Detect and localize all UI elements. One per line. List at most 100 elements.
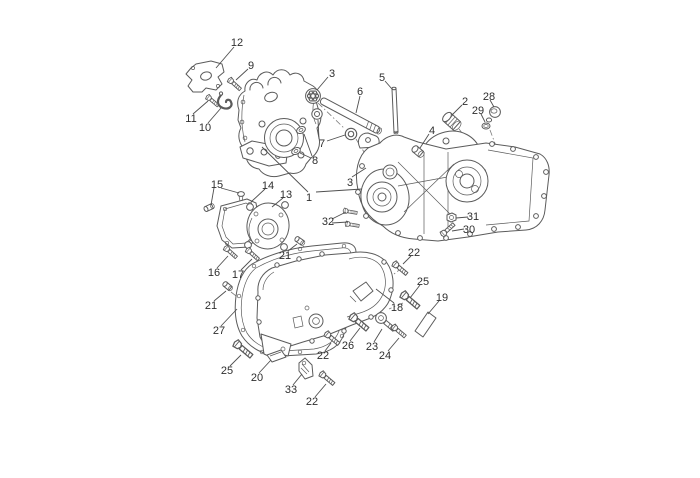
part-callout-33: 33 [285, 384, 297, 396]
leader-line [192, 100, 209, 115]
oil-plug [485, 106, 501, 123]
leader-line [331, 211, 347, 220]
leader-line [261, 146, 309, 193]
part-callout-25: 25 [417, 276, 429, 288]
bearing [305, 88, 321, 104]
nut [446, 212, 457, 223]
part-callout-30: 30 [463, 224, 475, 236]
leader-line [451, 104, 463, 116]
part-callout-11: 11 [185, 113, 196, 125]
part-callout-3: 3 [329, 68, 335, 80]
screw [226, 76, 243, 93]
part-callout-16: 16 [208, 267, 220, 279]
part-callout-1: 1 [306, 192, 312, 204]
leader-line [210, 187, 215, 206]
part-callout-21: 21 [205, 300, 217, 312]
cover-bolt [317, 369, 337, 388]
hook-clip [216, 91, 233, 110]
part-callout-26: 26 [342, 340, 354, 352]
leader-line [331, 221, 349, 224]
part-callout-22: 22 [306, 396, 318, 408]
plug [202, 202, 216, 213]
stud-bolts [291, 125, 306, 156]
leader-line [455, 216, 469, 219]
leader-line [375, 288, 395, 304]
leader-line [235, 68, 249, 81]
eyelet-bolt [375, 312, 396, 332]
crankcase-left-half [237, 69, 322, 178]
leader-line [240, 258, 253, 271]
top-gasket [185, 60, 225, 93]
leader-line [250, 188, 266, 203]
label-plate [414, 311, 437, 338]
washer [311, 108, 323, 120]
part-callout-18: 18 [391, 302, 403, 314]
part-callout-9: 9 [248, 60, 254, 72]
washer [344, 127, 358, 141]
push-rod [391, 86, 399, 135]
part-callout-14: 14 [262, 180, 274, 192]
leader-line [316, 76, 329, 91]
part-callout-13: 13 [280, 189, 292, 201]
part-callout-22: 22 [317, 350, 329, 362]
part-callout-20: 20 [251, 372, 263, 384]
pump-cover [244, 201, 290, 251]
leader-line [384, 80, 393, 90]
leader-line [373, 328, 383, 343]
leader-line [213, 290, 227, 302]
leader-line [387, 337, 400, 352]
part-callout-10: 10 [199, 122, 211, 134]
leader-line [287, 243, 298, 252]
leader-line [489, 99, 495, 108]
leader-line [207, 107, 222, 124]
part-callout-5: 5 [379, 72, 385, 84]
leader-line [402, 255, 412, 265]
cover-bolt [390, 259, 410, 278]
pump-screw [244, 246, 261, 263]
part-callout-4: 4 [429, 125, 435, 137]
part-callout-29: 29 [472, 105, 484, 117]
leader-line [220, 187, 240, 194]
leader-line [220, 308, 238, 327]
crankcase-right-half [355, 130, 550, 242]
leader-line [299, 152, 312, 159]
leader-line [409, 284, 421, 299]
leader-line [480, 113, 486, 123]
part-callout-15: 15 [211, 179, 223, 191]
dowel-pin [221, 280, 234, 293]
part-callout-12: 12 [231, 37, 243, 49]
part-callout-19: 19 [436, 292, 448, 304]
leader-line [292, 373, 303, 386]
part-callout-27: 27 [213, 325, 225, 337]
case-bolt [342, 207, 358, 217]
leader-line [216, 255, 229, 269]
leader-line [324, 342, 332, 352]
leader-line [451, 228, 465, 232]
part-callout-6: 6 [357, 86, 363, 98]
leader-line [427, 300, 440, 315]
part-callout-8: 8 [312, 155, 318, 167]
leader-line [258, 359, 272, 374]
leader-line [355, 95, 361, 114]
leader-line [303, 133, 313, 157]
o-ring [481, 122, 491, 130]
part-callout-28: 28 [483, 91, 495, 103]
part-callout-7: 7 [319, 138, 325, 150]
part-callout-23: 23 [366, 341, 378, 353]
leader-line [419, 133, 430, 149]
bolt-tabs [355, 141, 549, 241]
part-callout-22: 22 [408, 247, 420, 259]
part-callout-21: 21 [279, 250, 291, 262]
part-callout-32: 32 [322, 216, 334, 228]
leader-line [271, 197, 284, 208]
leader-line [314, 383, 327, 398]
bracket [298, 357, 314, 380]
leader-line [326, 134, 346, 142]
mushroom-plug [237, 191, 245, 202]
leader-line [315, 188, 363, 193]
drive-shaft [319, 97, 382, 135]
cap-nut [411, 145, 425, 158]
part-callout-25: 25 [221, 365, 233, 377]
